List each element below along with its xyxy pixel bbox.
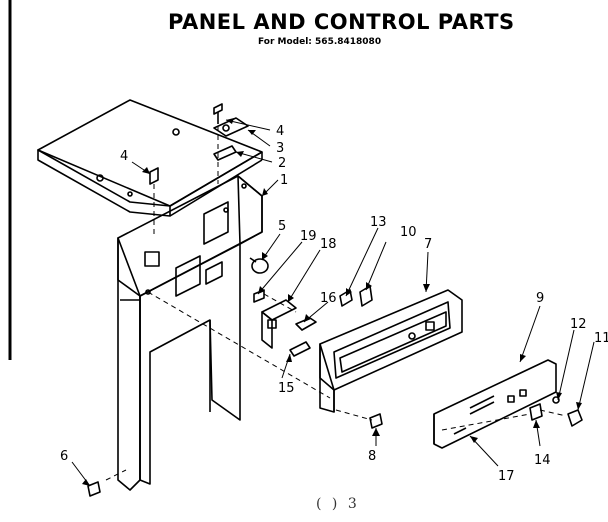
callout-11: 11 xyxy=(594,331,608,346)
assembly-guides xyxy=(105,126,567,481)
callout-14: 14 xyxy=(534,453,551,468)
knob-11 xyxy=(567,409,583,427)
knob-5 xyxy=(249,257,269,274)
page-mark: ( ) 3 xyxy=(316,496,360,512)
knob-14 xyxy=(529,403,543,421)
callout-3: 3 xyxy=(276,141,284,156)
washer-12 xyxy=(552,396,560,404)
clip-15 xyxy=(289,341,311,357)
callout-12: 12 xyxy=(570,317,587,332)
control-panel-face-9 xyxy=(433,359,557,449)
callout-15: 15 xyxy=(278,381,295,396)
callout-17: 17 xyxy=(498,469,515,484)
callout-19: 19 xyxy=(300,229,317,244)
callout-4-left: 4 xyxy=(120,149,128,164)
callout-7: 7 xyxy=(424,237,432,252)
callout-8: 8 xyxy=(368,449,376,464)
callout-13: 13 xyxy=(370,215,387,230)
callout-10: 10 xyxy=(400,225,417,240)
screw-8 xyxy=(369,413,383,429)
main-frame-bracket xyxy=(117,175,263,491)
model-subtitle: For Model: 565.8418080 xyxy=(258,37,382,47)
callout-16: 16 xyxy=(320,291,337,306)
top-cover-plate xyxy=(37,99,263,217)
callout-4-top: 4 xyxy=(276,124,284,139)
callout-6: 6 xyxy=(60,449,68,464)
switch-bracket-18 xyxy=(261,299,297,349)
callout-1: 1 xyxy=(280,173,288,188)
screw-4-left xyxy=(149,167,159,185)
control-panel-frame-7 xyxy=(319,289,463,413)
callout-18: 18 xyxy=(320,237,337,252)
diagram-title: PANEL AND CONTROL PARTS xyxy=(168,10,515,34)
callout-2: 2 xyxy=(278,156,286,171)
screw-6 xyxy=(87,481,101,497)
arrowheads xyxy=(82,118,582,486)
bracket-2 xyxy=(213,145,237,161)
callout-5: 5 xyxy=(278,219,286,234)
screw-4-top xyxy=(213,103,223,124)
callout-9: 9 xyxy=(536,291,544,306)
